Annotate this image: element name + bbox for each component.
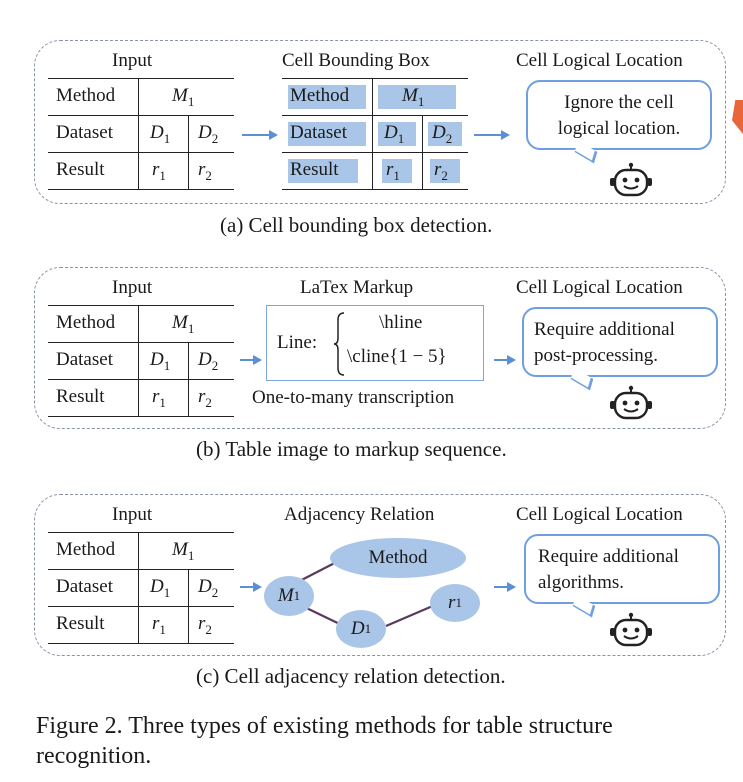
- panel-b-frame: [34, 267, 726, 429]
- bbox-highlight: [288, 159, 358, 183]
- row-label-method: Method: [56, 85, 116, 106]
- panel-b: Input LaTex Markup Cell Logical Location…: [0, 267, 743, 467]
- bbox-dataset-value-1: D1: [384, 122, 405, 146]
- line-label: Line:: [277, 332, 318, 353]
- panel-caption: (c) Cell adjacency relation detection.: [196, 664, 506, 688]
- output-header: Cell Logical Location: [516, 504, 683, 525]
- speech-bubble: Require additional post-processing.: [522, 307, 718, 377]
- output-header: Cell Logical Location: [516, 50, 683, 71]
- bbox-result-value-2: r2: [434, 159, 448, 183]
- method-value: M1: [172, 85, 195, 109]
- bbox-label-result: Result: [290, 159, 339, 180]
- arrow-right-icon: [474, 130, 510, 140]
- dataset-value-2: D2: [198, 349, 219, 373]
- mid-header: Adjacency Relation: [284, 504, 435, 525]
- arrow-right-icon: [240, 355, 262, 365]
- row-label-method: Method: [56, 539, 116, 560]
- result-value-2: r2: [198, 613, 212, 637]
- panel-caption: (a) Cell bounding box detection.: [220, 213, 493, 237]
- bbox-method-value: M1: [402, 85, 425, 109]
- row-label-dataset: Dataset: [56, 349, 113, 370]
- result-value-1: r1: [152, 613, 166, 637]
- arrow-right-icon: [494, 582, 516, 592]
- mid-header: Cell Bounding Box: [282, 50, 430, 71]
- robot-icon: [610, 385, 652, 420]
- dataset-value-2: D2: [198, 576, 219, 600]
- row-label-dataset: Dataset: [56, 122, 113, 143]
- markup-box: Line: \hline \cline{1 − 5}: [266, 305, 484, 381]
- markup-line-2: \cline{1 − 5}: [347, 346, 447, 367]
- row-label-result: Result: [56, 386, 105, 407]
- panel-a: Input Cell Bounding Box Cell Logical Loc…: [0, 40, 743, 240]
- row-label-method: Method: [56, 312, 116, 333]
- panel-caption: (b) Table image to markup sequence.: [196, 437, 507, 461]
- dataset-value-1: D1: [150, 576, 171, 600]
- bubble-text: Ignore the cell logical location.: [557, 92, 681, 139]
- bbox-highlight: [378, 122, 416, 146]
- bbox-highlight: [378, 85, 456, 109]
- dataset-value-2: D2: [198, 122, 219, 146]
- result-value-1: r1: [152, 159, 166, 183]
- method-value: M1: [172, 312, 195, 336]
- node-method: Method: [330, 538, 466, 578]
- bbox-label-method: Method: [290, 85, 350, 106]
- arrow-right-icon: [240, 582, 262, 592]
- input-header: Input: [112, 50, 153, 71]
- bbox-dataset-value-2: D2: [432, 122, 453, 146]
- method-value: M1: [172, 539, 195, 563]
- robot-icon: [610, 612, 652, 647]
- input-table: Method Dataset Result M1 D1 D2 r1 r2: [48, 532, 234, 644]
- input-table: Method Dataset Result M1 D1 D2 r1 r2: [48, 78, 234, 190]
- result-value-2: r2: [198, 386, 212, 410]
- dataset-value-1: D1: [150, 122, 171, 146]
- input-table: Method Dataset Result M1 D1 D2 r1 r2: [48, 305, 234, 417]
- panel-a-frame: [34, 40, 726, 204]
- orange-edge-shape: [732, 100, 743, 134]
- mid-header: LaTex Markup: [300, 277, 414, 298]
- panel-c-frame: [34, 494, 726, 656]
- bbox-label-dataset: Dataset: [290, 122, 347, 143]
- bbox-highlight: [428, 122, 462, 146]
- bubble-text: Require additional algorithms.: [538, 546, 679, 593]
- output-header: Cell Logical Location: [516, 277, 683, 298]
- arrow-right-icon: [494, 355, 516, 365]
- bbox-highlight: [382, 159, 412, 183]
- row-label-result: Result: [56, 613, 105, 634]
- markup-note: One-to-many transcription: [252, 387, 455, 408]
- row-label-result: Result: [56, 159, 105, 180]
- row-label-dataset: Dataset: [56, 576, 113, 597]
- speech-bubble: Require additional algorithms.: [524, 534, 720, 604]
- brace-icon: [333, 312, 345, 376]
- result-value-1: r1: [152, 386, 166, 410]
- input-header: Input: [112, 504, 153, 525]
- bounding-box-table: Method Dataset Result M1 D1 D2 r1 r2: [282, 78, 468, 190]
- bubble-text: Require additional post-processing.: [534, 319, 675, 366]
- input-header: Input: [112, 277, 153, 298]
- bbox-highlight: [430, 159, 460, 183]
- panel-c: Input Adjacency Relation Cell Logical Lo…: [0, 494, 743, 694]
- dataset-value-1: D1: [150, 349, 171, 373]
- bbox-highlight: [288, 85, 366, 109]
- result-value-2: r2: [198, 159, 212, 183]
- robot-icon: [610, 162, 652, 197]
- markup-line-1: \hline: [379, 312, 423, 333]
- speech-bubble: Ignore the cell logical location.: [526, 80, 712, 150]
- figure-caption: Figure 2. Three types of existing method…: [36, 713, 613, 769]
- bbox-highlight: [288, 122, 366, 146]
- arrow-right-icon: [242, 130, 278, 140]
- bbox-result-value-1: r1: [386, 159, 400, 183]
